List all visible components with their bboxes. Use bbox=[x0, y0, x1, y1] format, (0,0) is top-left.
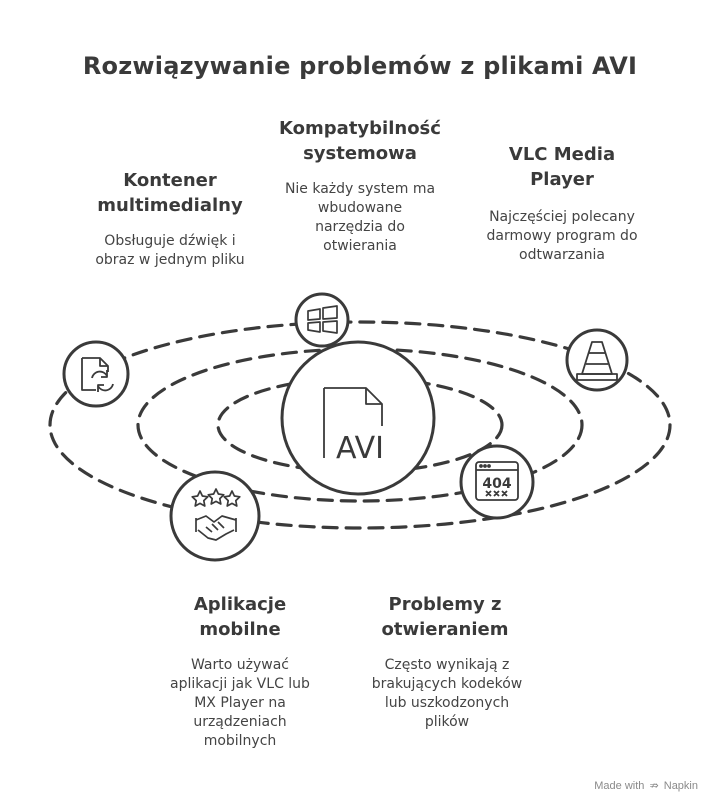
description-kontener: Obsługuje dźwięk i obraz w jednym pliku bbox=[95, 233, 245, 268]
avi-center-label: AVI bbox=[336, 431, 384, 466]
heading-problemy: Problemy z otwieraniem bbox=[381, 594, 509, 640]
heading-vlc: VLC Media Player bbox=[508, 144, 616, 190]
heading-aplikacje: Aplikacje mobilne bbox=[193, 594, 287, 640]
node-vlc bbox=[565, 328, 629, 392]
avi-file-icon bbox=[323, 387, 383, 458]
node-aplikacje bbox=[169, 470, 261, 562]
avi-center-node: AVI bbox=[280, 340, 436, 496]
windows-logo-icon bbox=[307, 305, 338, 334]
made-with-napkin-badge: Made with ⇏ Napkin bbox=[594, 779, 698, 792]
vlc-cone-icon bbox=[576, 341, 618, 381]
node-kompatybilnosc bbox=[294, 292, 350, 348]
heading-kontener: Kontener multimedialny bbox=[97, 170, 243, 216]
description-aplikacje: Warto używać aplikacji jak VLC lub MX Pl… bbox=[170, 657, 310, 749]
napkin-logo-icon: ⇏ bbox=[649, 780, 659, 792]
heading-kompatybilnosc: Kompatybilność systemowa bbox=[279, 118, 441, 164]
outer-orbit bbox=[48, 320, 672, 530]
made-with-label: Made with bbox=[594, 780, 645, 792]
node-problemy: 404 bbox=[459, 444, 535, 520]
error-404-icon bbox=[475, 461, 519, 501]
napkin-brand-label: Napkin bbox=[663, 780, 698, 792]
description-kompatybilnosc: Nie każdy system ma wbudowane narzędzia … bbox=[284, 181, 436, 254]
handshake-stars-icon bbox=[191, 488, 241, 541]
node-kontener bbox=[62, 340, 130, 408]
description-problemy: Często wynikają z brakujących kodeków lu… bbox=[371, 657, 523, 730]
description-vlc: Najczęściej polecany darmowy program do … bbox=[486, 209, 638, 263]
file-sync-icon bbox=[81, 357, 114, 392]
diagram-title: Rozwiązywanie problemów z plikami AVI bbox=[82, 52, 638, 80]
error-404-label: 404 bbox=[482, 476, 511, 492]
